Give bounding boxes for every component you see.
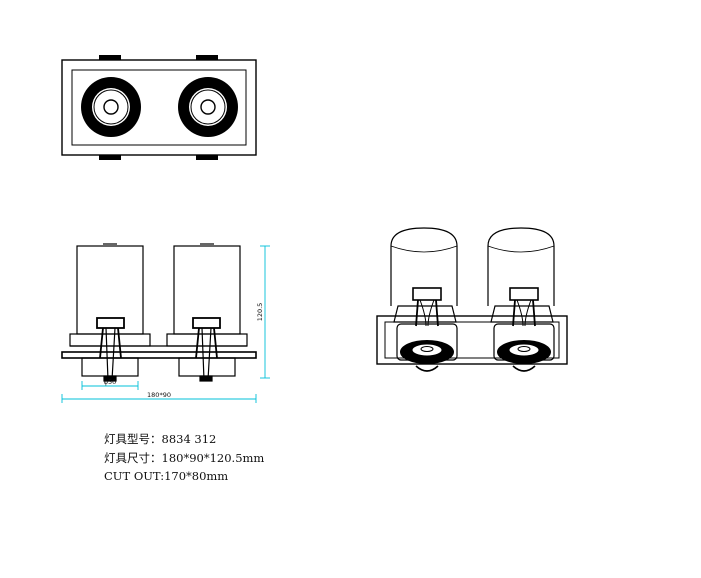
spec-cutout: CUT OUT:170*80mm [104, 469, 229, 483]
top-view [61, 55, 257, 160]
spec-model: 灯具型号：8834 312 [104, 432, 217, 446]
perspective-view [376, 227, 568, 372]
spec-size: 灯具尺寸：180*90*120.5mm [104, 451, 265, 465]
side-view [61, 243, 257, 382]
dimension-length-label: 180*90 [147, 391, 171, 399]
dimension-height-label: 120.5 [256, 303, 264, 322]
dimension-diameter-label: φ50 [104, 378, 117, 386]
dimension-lines [61, 245, 270, 403]
